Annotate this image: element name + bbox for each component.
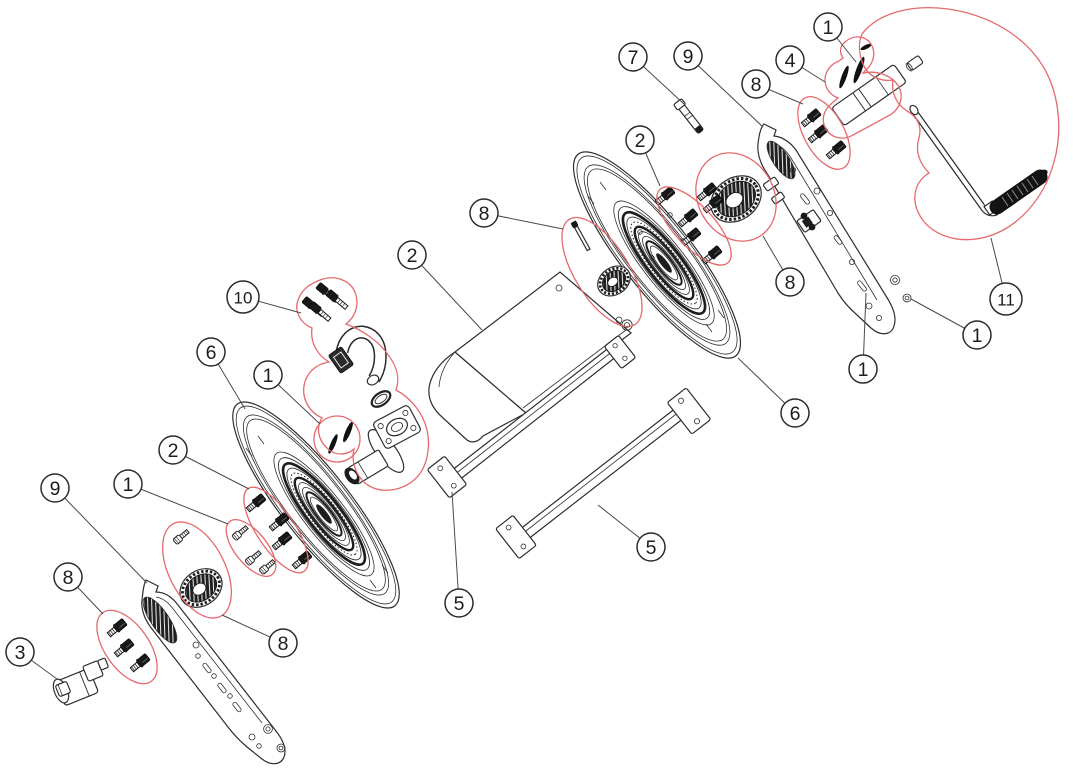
balloon-8-14 <box>53 562 83 592</box>
balloon-number-8-4: 8 <box>751 74 762 96</box>
guide-rail-a <box>427 335 636 498</box>
balloon-8-17 <box>775 267 805 297</box>
balloon-6-19 <box>780 398 810 428</box>
o-ring-illustration <box>370 390 392 408</box>
guide-rail-b <box>495 388 711 559</box>
balloon-number-11-21: 11 <box>997 291 1015 310</box>
ratchet-gear-mid <box>570 220 633 331</box>
square-drive-adapter-illustration <box>52 657 109 706</box>
balloon-number-1-0: 1 <box>823 17 834 39</box>
right-side-plate-illustration <box>757 123 912 335</box>
balloon-number-7-2: 7 <box>628 47 639 69</box>
balloon-number-1-12: 1 <box>123 474 134 496</box>
balloon-number-9-3: 9 <box>683 46 694 68</box>
balloon-number-1-10: 1 <box>263 365 274 387</box>
balloon-number-6-19: 6 <box>790 403 801 425</box>
group-screws-left <box>225 519 277 577</box>
swivel-hub-group-illustration <box>300 281 421 485</box>
balloon-number-2-7: 2 <box>407 245 418 267</box>
group-keys-left <box>313 415 361 463</box>
bearing-shaft-illustration <box>344 405 421 485</box>
balloon-number-3-15: 3 <box>15 642 26 664</box>
balloon-2-11 <box>158 435 188 465</box>
balloon-number-8-17: 8 <box>785 272 796 294</box>
balloon-5-23 <box>636 532 666 562</box>
balloon-8-4 <box>741 69 771 99</box>
reel-drum-illustration <box>428 271 632 443</box>
balloon-7-2 <box>618 42 648 72</box>
leader-line-9-13 <box>54 487 148 584</box>
balloon-number-1-20: 1 <box>972 325 983 347</box>
balloon-number-4-1: 4 <box>785 50 796 72</box>
balloon-number-2-11: 2 <box>168 440 179 462</box>
group-crank <box>858 7 1060 241</box>
woodruff-keys-illustration <box>328 421 353 454</box>
balloon-1-10 <box>253 360 283 390</box>
balloon-number-10-8: 10 <box>234 289 253 308</box>
balloon-8-6 <box>469 198 499 228</box>
leader-line-9-3 <box>687 55 764 128</box>
balloon-1-20 <box>962 320 992 350</box>
group-gear-left <box>162 521 232 619</box>
group-bolts-left <box>96 609 158 685</box>
balloon-number-2-5: 2 <box>635 130 646 152</box>
group-gear-right <box>695 152 777 242</box>
ratchet-gear-right <box>710 175 762 223</box>
group-bolts-upper-mid <box>656 186 732 266</box>
balloon-1-0 <box>813 12 843 42</box>
ratchet-gear-left <box>172 528 223 608</box>
balloon-number-8-16: 8 <box>278 633 289 655</box>
right-reel-disc-illustration <box>572 151 742 359</box>
balloon-9-3 <box>673 41 703 71</box>
group-outlines <box>96 7 1060 685</box>
balloon-number-8-14: 8 <box>63 567 74 589</box>
key-pins-illustration <box>839 43 872 89</box>
balloon-1-18 <box>848 354 878 384</box>
leader-line-2-7 <box>411 254 483 331</box>
balloon-10-8 <box>226 280 260 314</box>
balloon-number-5-23: 5 <box>646 537 657 559</box>
latch-pin-illustration <box>673 98 704 134</box>
left-reel-disc-illustration <box>232 401 400 609</box>
shaft-sleeve-illustration <box>832 55 924 126</box>
balloon-5-22 <box>444 588 474 618</box>
balloon-2-5 <box>625 125 655 155</box>
balloon-11-21 <box>989 282 1023 316</box>
balloon-3-15 <box>5 637 35 667</box>
group-bolts-top-right <box>797 96 851 170</box>
balloon-number-9-13: 9 <box>50 478 61 500</box>
left-side-plate-illustration <box>141 579 286 765</box>
group-gear-mid <box>561 216 643 328</box>
screw-set-bottom-left <box>231 524 277 576</box>
balloon-8-16 <box>268 628 298 658</box>
balloon-6-9 <box>196 337 226 367</box>
balloon-9-13 <box>40 473 70 503</box>
balloon-4-1 <box>775 45 805 75</box>
group-keys-sleeve <box>822 36 902 139</box>
leader-line-5-22 <box>451 491 460 604</box>
balloon-number-1-18: 1 <box>858 359 869 381</box>
elbow-fitting-illustration <box>328 325 387 386</box>
crank-handle-illustration <box>909 104 1048 217</box>
balloon-number-6-9: 6 <box>206 342 217 364</box>
balloon-2-7 <box>397 240 427 270</box>
group-hub-fittings <box>296 277 430 491</box>
balloon-1-12 <box>113 469 143 499</box>
leader-line-1-12 <box>127 483 229 525</box>
balloon-number-8-6: 8 <box>479 203 490 225</box>
balloon-number-5-22: 5 <box>454 593 465 615</box>
